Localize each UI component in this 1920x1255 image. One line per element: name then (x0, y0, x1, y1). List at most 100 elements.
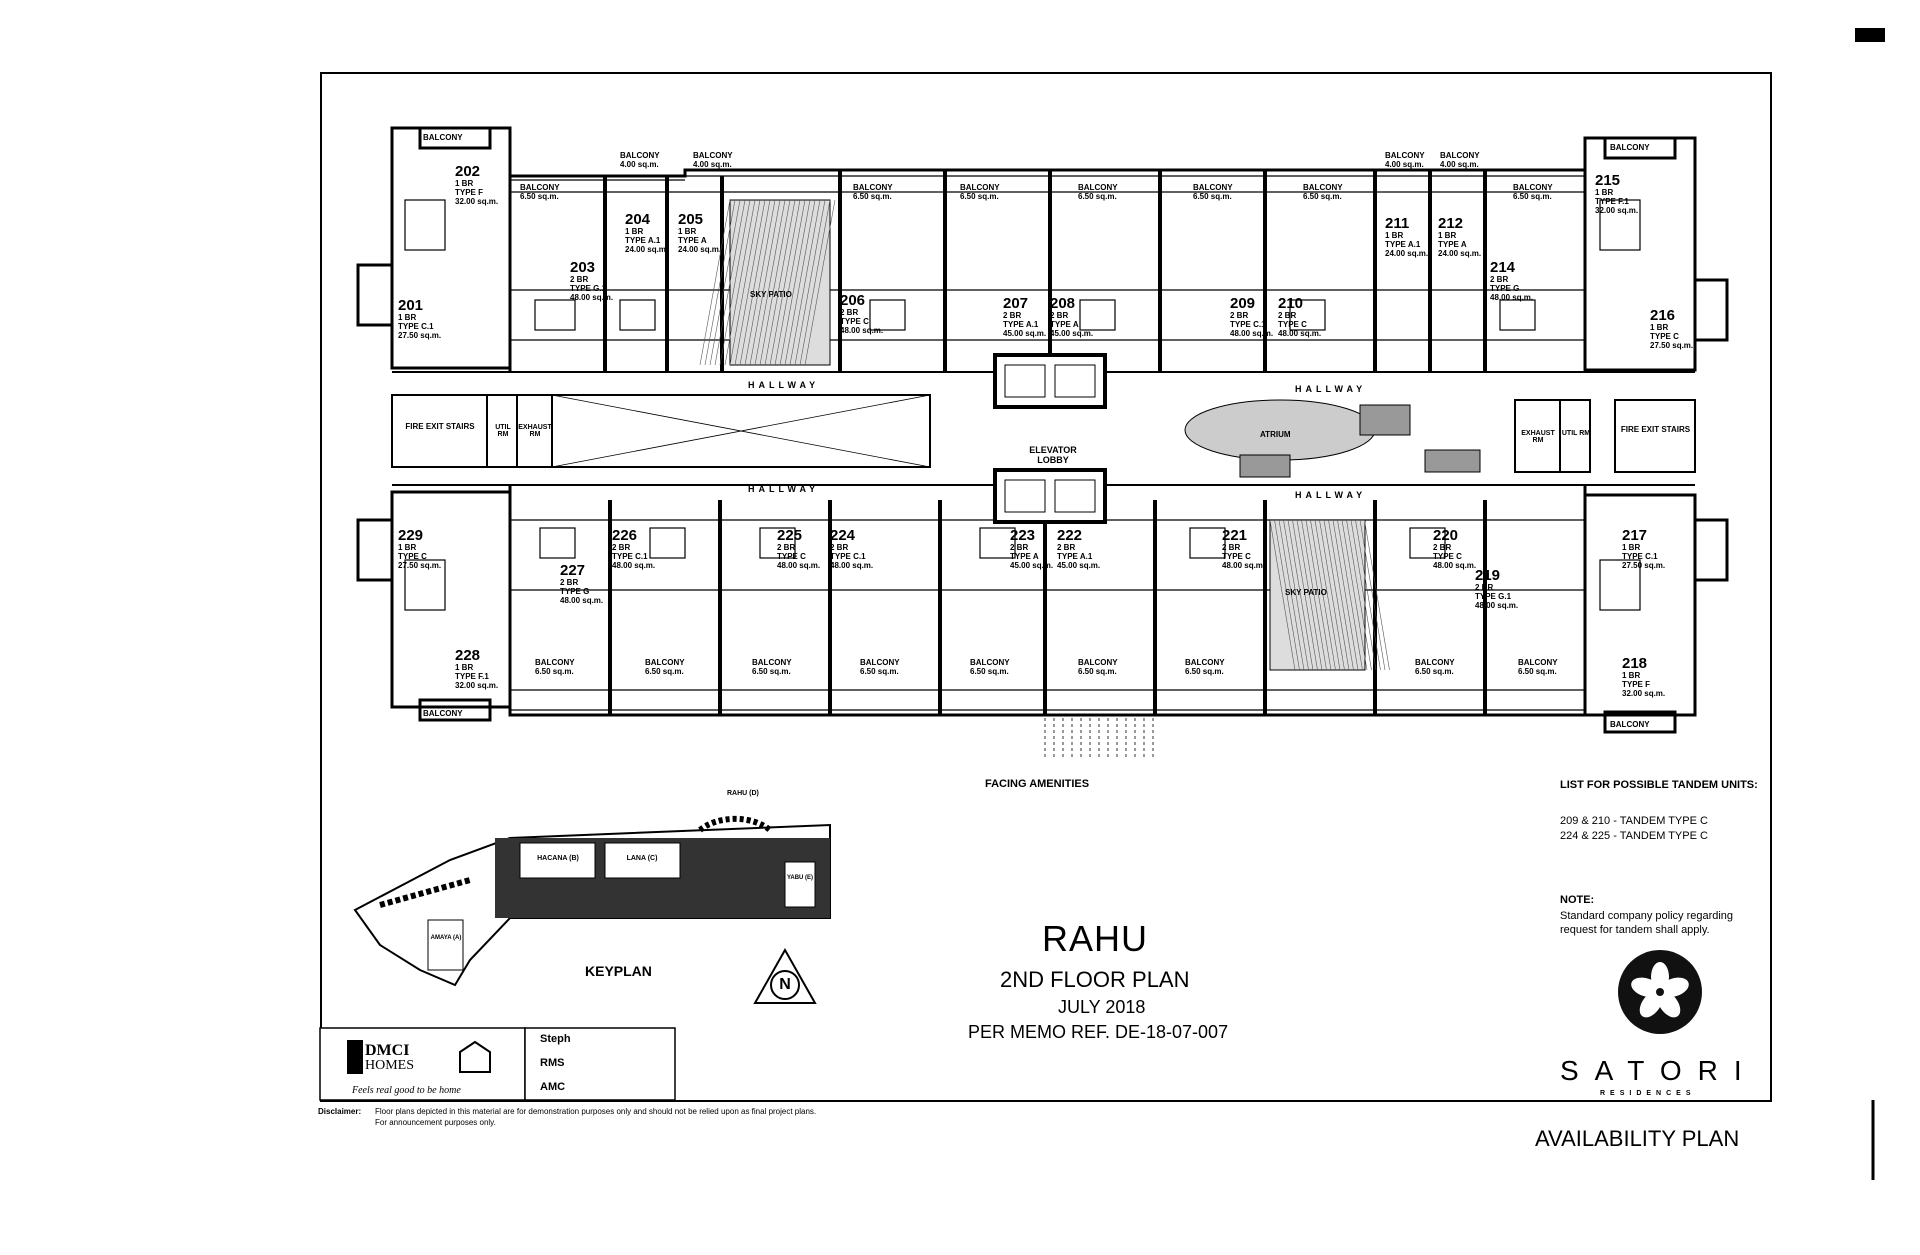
balcony-label-end-218: BALCONY (1610, 720, 1650, 729)
unit-area-204: 24.00 sq.m. (625, 245, 668, 254)
hatch-line (749, 199, 781, 366)
unit-type-227: TYPE G (560, 587, 589, 596)
hatch-line (1346, 519, 1372, 671)
unit-number-214: 214 (1490, 259, 1516, 276)
unit-number-210: 210 (1278, 295, 1303, 312)
signoff-1: Steph (540, 1033, 571, 1045)
hallway-label-top: HALLWAY (748, 380, 820, 390)
hatch-line (1350, 519, 1377, 671)
unit-area-223: 45.00 sq.m. (1010, 561, 1053, 570)
balcony-area-bottom-3: 6.50 sq.m. (860, 667, 899, 676)
unit-number-229: 229 (398, 527, 423, 544)
unit-area-219: 48.00 sq.m. (1475, 601, 1518, 610)
unit-type-211: TYPE A.1 (1385, 240, 1421, 249)
balcony-area-bottom-8: 6.50 sq.m. (1518, 667, 1557, 676)
hatch-line (1296, 519, 1323, 671)
balcony-label-bottom-8: BALCONY (1518, 658, 1558, 667)
landscape-hatching (729, 199, 1481, 671)
floor-plan-title: 2ND FLOOR PLAN (1000, 967, 1190, 992)
tower-name-title: RAHU (1042, 918, 1149, 959)
unit-number-208: 208 (1050, 295, 1075, 312)
unit-beds-208: 2 BR (1050, 311, 1068, 320)
unit-area-205: 24.00 sq.m. (678, 245, 721, 254)
sky-patio-top-label: SKY PATIO (750, 290, 792, 299)
unit-type-222: TYPE A.1 (1057, 552, 1093, 561)
unit-number-209: 209 (1230, 295, 1255, 312)
unit-number-218: 218 (1622, 655, 1647, 672)
hatch-line (804, 199, 836, 366)
hatch-line (769, 199, 801, 366)
unit-type-228: TYPE F.1 (455, 672, 489, 681)
unit-number-204: 204 (625, 211, 651, 228)
unit-number-224: 224 (830, 527, 856, 544)
unit-area-201: 27.50 sq.m. (398, 331, 441, 340)
unit-number-222: 222 (1057, 527, 1082, 544)
flower-petal (1657, 990, 1681, 1018)
balcony-area-top-1: 6.50 sq.m. (853, 192, 892, 201)
unit-beds-223: 2 BR (1010, 543, 1028, 552)
unit-type-217: TYPE C.1 (1622, 552, 1658, 561)
flower-petal (1631, 977, 1661, 998)
balcony-area-bottom-4: 6.50 sq.m. (970, 667, 1009, 676)
keyplan-tower-yabu: YABU (E) (786, 875, 814, 881)
unit-area-227: 48.00 sq.m. (560, 596, 603, 605)
unit-number-203: 203 (570, 259, 595, 276)
signoff-2: RMS (540, 1057, 565, 1069)
unit-beds-220: 2 BR (1433, 543, 1451, 552)
balcony-area-top-small-3: 4.00 sq.m. (1440, 160, 1479, 169)
elevator-lobby-label: ELEVATOR LOBBY (1029, 445, 1077, 465)
hatch-line (734, 199, 766, 366)
unit-type-204: TYPE A.1 (625, 236, 661, 245)
unit-beds-224: 2 BR (830, 543, 848, 552)
unit-number-201: 201 (398, 297, 423, 314)
building-outline (356, 126, 1729, 734)
unit-beds-222: 2 BR (1057, 543, 1075, 552)
unit-beds-207: 2 BR (1003, 311, 1021, 320)
unit-type-209: TYPE C.1 (1230, 320, 1266, 329)
balcony-label-top-3: BALCONY (1078, 183, 1118, 192)
unit-type-216: TYPE C (1650, 332, 1679, 341)
unit-type-212: TYPE A (1438, 240, 1467, 249)
unit-number-228: 228 (455, 647, 480, 664)
note-text: Standard company policy regarding reques… (1560, 910, 1734, 936)
balcony-area-top-4: 6.50 sq.m. (1193, 192, 1232, 201)
hallway-label-bottom: HALLWAY (748, 484, 820, 494)
unit-beds-203: 2 BR (570, 275, 588, 284)
unit-type-202: TYPE F (455, 188, 483, 197)
unit-beds-216: 1 BR (1650, 323, 1668, 332)
unit-number-223: 223 (1010, 527, 1035, 544)
unit-area-218: 32.00 sq.m. (1622, 689, 1665, 698)
unit-type-206: TYPE C (840, 317, 869, 326)
hatch-line (1287, 519, 1314, 671)
unit-type-208: TYPE A (1050, 320, 1079, 329)
keyplan-drawing (353, 815, 831, 987)
unit-type-207: TYPE A.1 (1003, 320, 1039, 329)
balcony-area-top-6: 6.50 sq.m. (1513, 192, 1552, 201)
unit-beds-204: 1 BR (625, 227, 643, 236)
unit-beds-214: 2 BR (1490, 275, 1508, 284)
hatch-line (704, 199, 736, 366)
unit-number-220: 220 (1433, 527, 1458, 544)
developer-name-top: DMCI (365, 1042, 410, 1059)
tandem-item-2: 224 & 225 - TANDEM TYPE C (1560, 830, 1708, 842)
unit-beds-202: 1 BR (455, 179, 473, 188)
balcony-label-end-228: BALCONY (423, 709, 463, 718)
balcony-area-top-small-2: 4.00 sq.m. (1385, 160, 1424, 169)
unit-type-225: TYPE C (777, 552, 806, 561)
developer-tagline: Feels real good to be home (352, 1085, 461, 1096)
drawing-sheet-border (320, 72, 1772, 1102)
hatch-line (719, 199, 751, 366)
exhaust-room-left: EXHAUST RM (518, 424, 552, 438)
keyplan-label: KEYPLAN (585, 963, 652, 979)
unit-type-224: TYPE C.1 (830, 552, 866, 561)
balcony-label-top-small-3: BALCONY (1440, 151, 1480, 160)
balcony-area-top-5: 6.50 sq.m. (1303, 192, 1342, 201)
memo-reference: PER MEMO REF. DE-18-07-007 (968, 1022, 1229, 1042)
hatch-line (1305, 519, 1332, 671)
util-room-right: UTIL RM (1561, 430, 1591, 437)
hatch-line (729, 199, 761, 366)
note-heading: NOTE: (1560, 894, 1595, 906)
balcony-area-top-small-0: 4.00 sq.m. (620, 160, 659, 169)
facing-amenities-markers (1044, 718, 1154, 760)
